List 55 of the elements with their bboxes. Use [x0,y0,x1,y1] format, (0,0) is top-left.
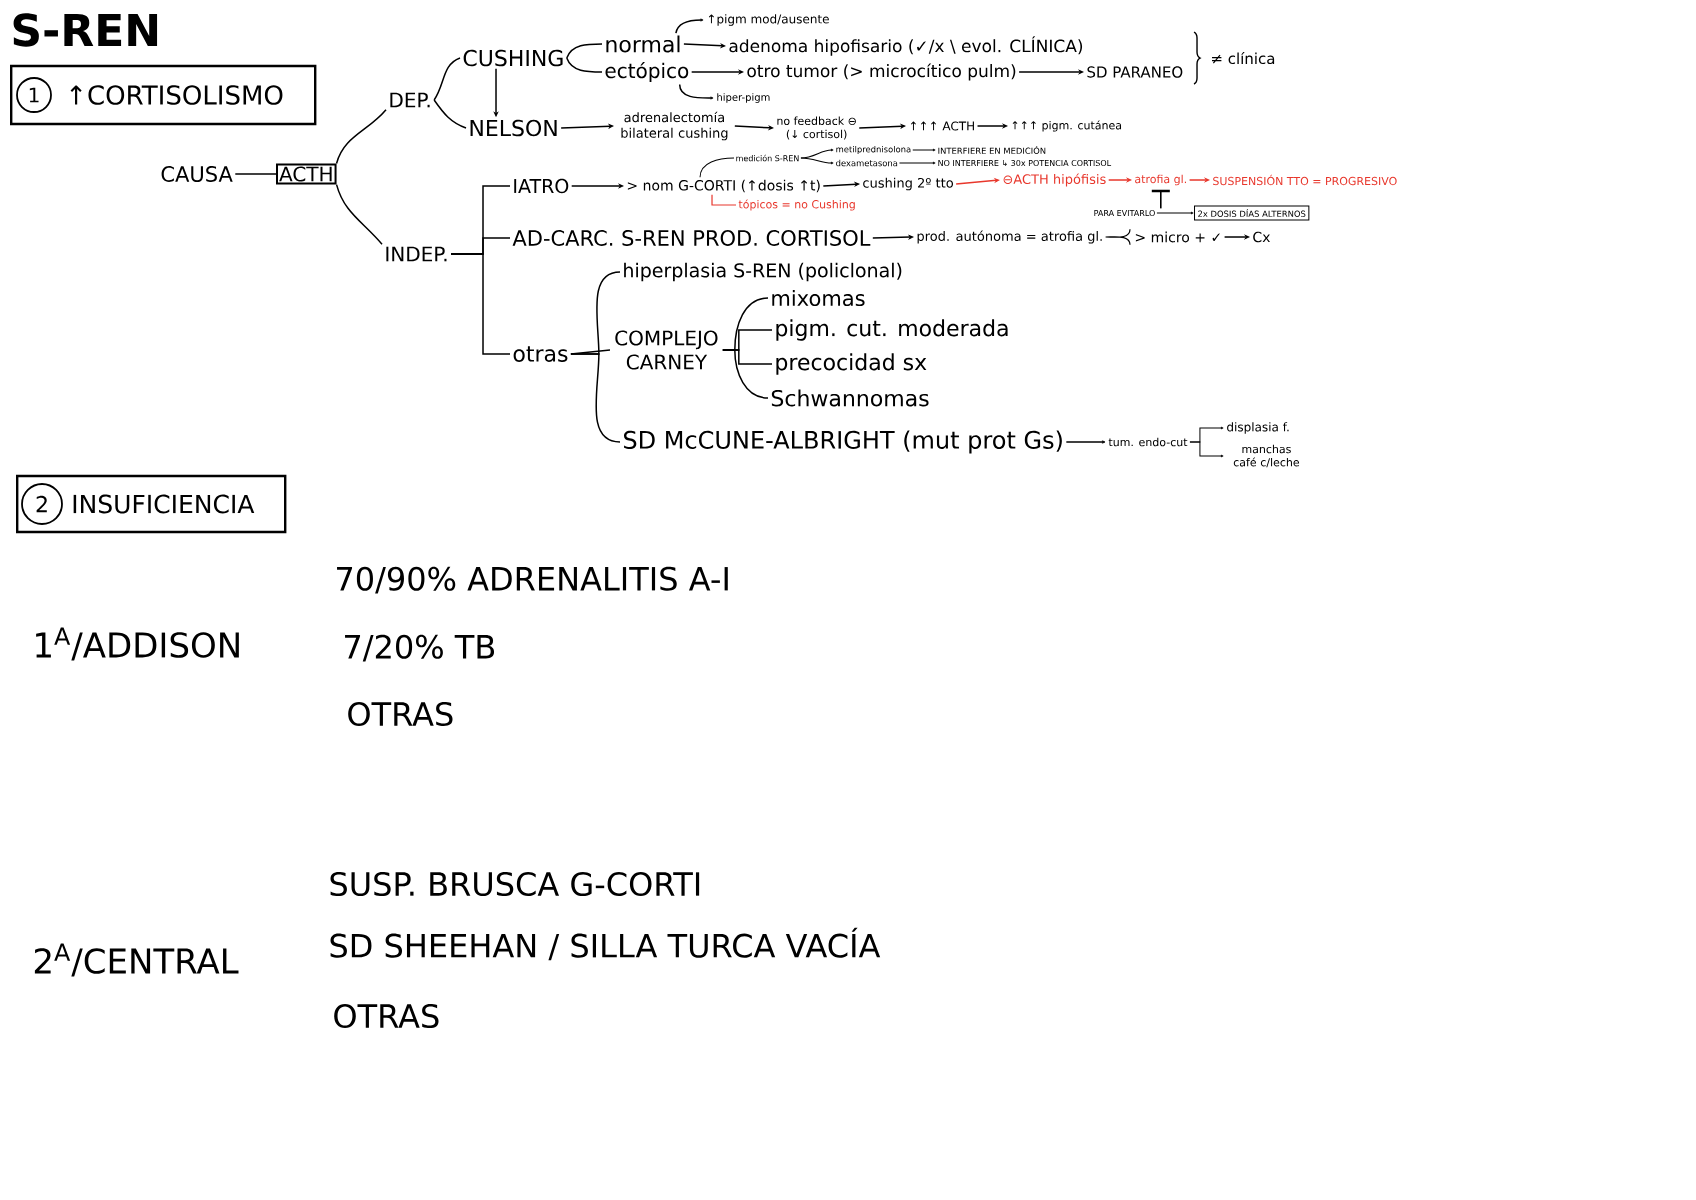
bracket-line [570,353,621,443]
term-text: normal [606,35,680,53]
list-item-text: OTRAS [334,1003,439,1029]
term-text: Schwannomas [771,389,929,407]
term-box: ACTH [276,163,337,185]
arrow [872,234,914,240]
term-text: DEP. [390,92,430,108]
brace-line [1104,228,1131,246]
inhibition-line [1151,189,1170,210]
term-text: NELSON [470,119,557,137]
list-item-text: 70/90% ADRENALITIS A-I [337,566,728,594]
list-item-text: SUSP. BRUSCA G-CORTI [330,871,700,897]
term-text: CAUSA [161,166,233,182]
connector-line [234,173,277,175]
arrow [678,83,714,100]
connector-line [433,57,461,101]
term-text: SD McCUNE-ALBRIGHT (mut prot Gs) [624,430,1062,454]
list-item-text: 7/20% TB [345,634,495,662]
term-text: otras [513,346,568,362]
term-text: COMPLEJO CARNEY [615,330,718,370]
term-text: INDEP. [386,246,447,262]
connector-line [433,99,467,129]
connector-line [699,157,735,178]
term-text: precocidad sx [776,353,927,375]
category-text: 1$^{A}$/ADDISON [36,627,239,661]
arrow [800,157,834,165]
arrow [1189,441,1224,458]
term-text: otro tumor (> microcítico pulm) [747,63,1016,81]
term-text: AD-CARC. S-REN PROD. CORTISOL [512,230,871,246]
bracket-line [450,253,511,355]
term-text: hiperplasia S-REN (policlonal) [624,262,902,282]
category-text: 2$^{A}$/CENTRAL [34,943,239,977]
list-item-text: SD SHEEHAN / SILLA TURCA VACÍA [330,927,881,961]
arrow [898,161,936,165]
term-text: CUSHING [463,49,563,67]
arrow [955,177,1000,185]
bracket-line [711,194,737,206]
arrow [675,18,704,34]
bracket-line [722,349,769,399]
connector-line [335,108,387,165]
arrow [912,148,936,152]
connector-line [335,183,383,246]
connector-line [566,43,603,59]
title-text: S-REN [13,13,158,47]
list-item-text: OTRAS [348,701,453,727]
term-text: IATRO [514,178,569,194]
arrow [560,123,614,129]
arrow [800,148,834,159]
term-text: mixomas [772,289,865,307]
term-text: adenoma hipofisario (✓/x \ evol. CLÍNICA) [729,36,1083,56]
connector-line [566,57,603,73]
arrow [1065,440,1106,444]
term-text: ectópico [605,61,689,83]
arrow [1156,211,1194,215]
term-text: pigm. cut. moderada [776,319,1008,341]
